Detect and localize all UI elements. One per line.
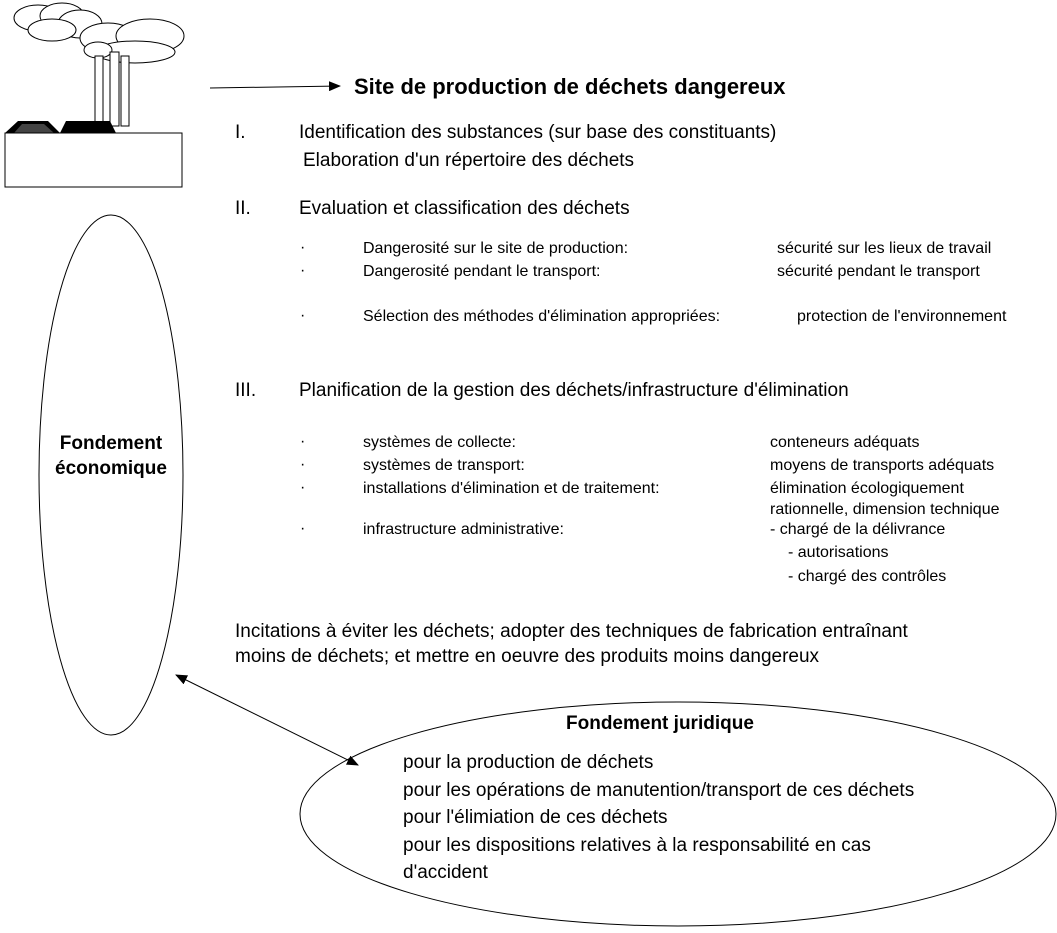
economic-label-2: économique <box>55 458 167 479</box>
legal-title: Fondement juridique <box>566 713 754 734</box>
section-numeral-2: II. <box>235 198 251 219</box>
bullet: · <box>300 262 306 279</box>
legal-line: pour les opérations de manutention/trans… <box>403 780 915 801</box>
page-title: Site de production de déchets dangereux <box>354 74 786 99</box>
legal-line: pour l'élimiation de ces déchets <box>403 807 668 828</box>
bullet: · <box>300 307 306 324</box>
arrow-to-site <box>209 81 341 92</box>
item-value: sécurité pendant le transport <box>777 263 980 280</box>
section-numeral-1: I. <box>235 122 246 143</box>
item-label: Sélection des méthodes d'élimination app… <box>363 308 721 325</box>
item-value: sécurité sur les lieux de travail <box>777 240 992 257</box>
item-value: conteneurs adéquats <box>770 434 920 451</box>
legal-line: pour les dispositions relatives à la res… <box>403 835 871 856</box>
section-3-heading: Planification de la gestion des déchets/… <box>299 380 849 401</box>
item-value: rationnelle, dimension technique <box>770 501 1000 518</box>
bullet: · <box>300 479 306 496</box>
item-value: protection de l'environnement <box>797 308 1007 325</box>
economic-label-1: Fondement <box>59 433 163 454</box>
item-value: - chargé de la délivrance <box>770 521 946 538</box>
section-2-heading: Evaluation et classification des déchets <box>299 198 630 219</box>
bullet: · <box>300 456 306 473</box>
legal-ellipse <box>299 701 1057 927</box>
section-1-line-1: Identification des substances (sur base … <box>299 122 777 143</box>
bullet: · <box>300 520 306 537</box>
economic-ellipse <box>38 214 184 736</box>
item-label: systèmes de collecte: <box>363 434 516 451</box>
incentives-line-1: Incitations à éviter les déchets; adopte… <box>235 621 908 642</box>
item-label: Dangerosité sur le site de production: <box>363 240 629 257</box>
item-label: Dangerosité pendant le transport: <box>363 263 601 280</box>
factory-icon <box>4 2 185 188</box>
item-value: élimination écologiquement <box>770 480 964 497</box>
chimney-icon <box>94 51 130 127</box>
item-label: systèmes de transport: <box>363 457 525 474</box>
item-value: - autorisations <box>788 544 889 561</box>
item-value: - chargé des contrôles <box>788 568 947 585</box>
bullet: · <box>300 239 306 256</box>
section-numeral-3: III. <box>235 380 257 401</box>
smoke-cloud-icon <box>13 2 185 64</box>
incentives-line-2: moins de déchets; et mettre en oeuvre de… <box>235 646 820 667</box>
double-arrow <box>175 674 359 766</box>
bullet: · <box>300 433 306 450</box>
item-label: installations d'élimination et de traite… <box>363 480 660 497</box>
item-value: moyens de transports adéquats <box>770 457 995 474</box>
item-label: infrastructure administrative: <box>363 521 564 538</box>
legal-line: d'accident <box>403 862 488 883</box>
legal-line: pour la production de déchets <box>403 752 654 773</box>
section-1-line-2: Elaboration d'un répertoire des déchets <box>303 150 635 171</box>
